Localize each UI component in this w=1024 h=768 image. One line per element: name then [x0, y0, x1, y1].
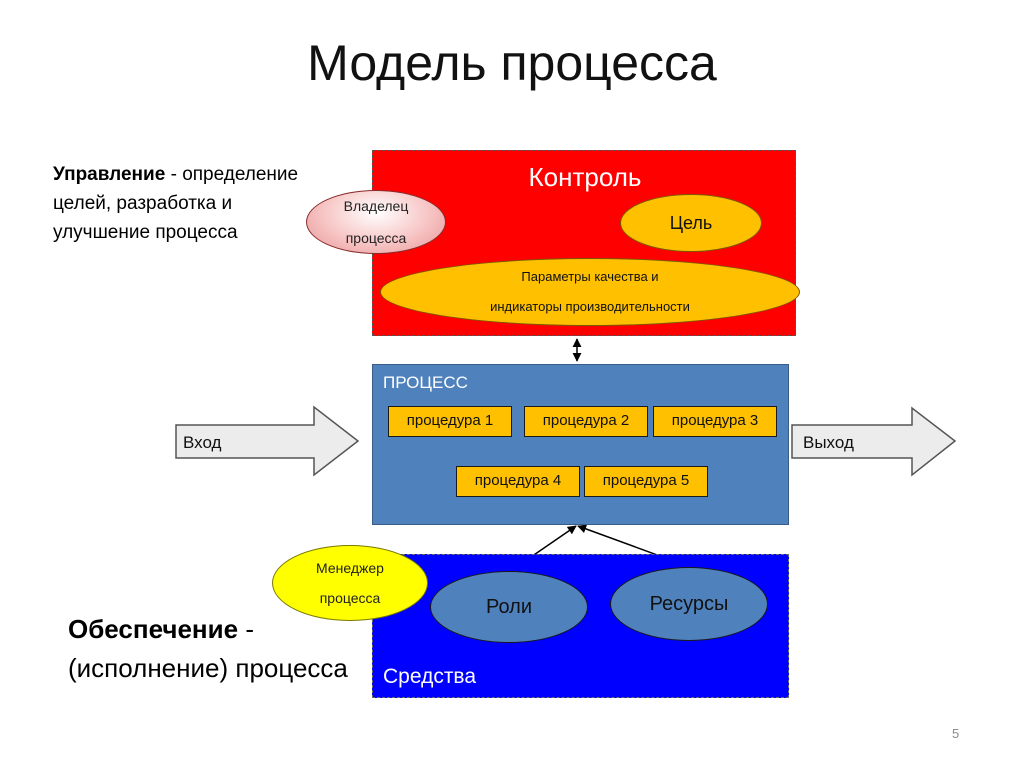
resources-label: Ресурсы	[649, 592, 729, 615]
process-manager-label-line1: Менеджер	[316, 560, 384, 576]
resources-ellipse: Ресурсы	[610, 567, 768, 641]
quality-parameters-line2: индикаторы производительности	[490, 299, 690, 314]
output-label: Выход	[803, 433, 854, 452]
control-title: Контроль	[528, 162, 642, 192]
process-manager-ellipse: Менеджер процесса	[272, 545, 428, 621]
goal-ellipse: Цель	[620, 194, 762, 252]
roles-ellipse: Роли	[430, 571, 588, 643]
quality-parameters-ellipse: Параметры качества и индикаторы производ…	[380, 258, 800, 326]
process-owner-label-line1: Владелец	[343, 198, 409, 214]
management-term: Управление	[53, 164, 166, 185]
provision-definition: (исполнение) процесса	[68, 653, 348, 683]
output-arrow-shape	[791, 406, 957, 477]
process-owner-ellipse: Владелец процесса	[306, 190, 446, 254]
management-separator: -	[165, 164, 177, 185]
procedure-3: процедура 3	[653, 406, 777, 437]
process-title: ПРОЦЕСС	[383, 373, 468, 392]
management-definition: определение целей, разработка и улучшени…	[53, 164, 299, 243]
means-title: Средства	[383, 665, 477, 688]
process-owner-label-line2: процесса	[345, 230, 407, 246]
procedure-2: процедура 2	[524, 406, 648, 437]
input-arrow-shape	[175, 405, 360, 477]
goal-label: Цель	[669, 212, 713, 233]
procedure-5: процедура 5	[584, 466, 708, 497]
roles-label: Роли	[486, 595, 532, 618]
provision-separator: -	[238, 614, 254, 644]
process-block	[372, 364, 789, 525]
slide-title: Модель процесса	[307, 35, 717, 91]
provision-term: Обеспечение	[68, 614, 239, 644]
procedure-1: процедура 1	[388, 406, 512, 437]
management-description: Управление - определение целей, разработ…	[53, 160, 303, 247]
procedure-4: процедура 4	[456, 466, 580, 497]
process-manager-label-line2: процесса	[319, 590, 381, 606]
provision-description: Обеспечение - (исполнение) процесса	[68, 610, 368, 688]
page-number: 5	[952, 726, 960, 741]
input-label: Вход	[183, 433, 222, 452]
quality-parameters-line1: Параметры качества и	[521, 269, 659, 284]
